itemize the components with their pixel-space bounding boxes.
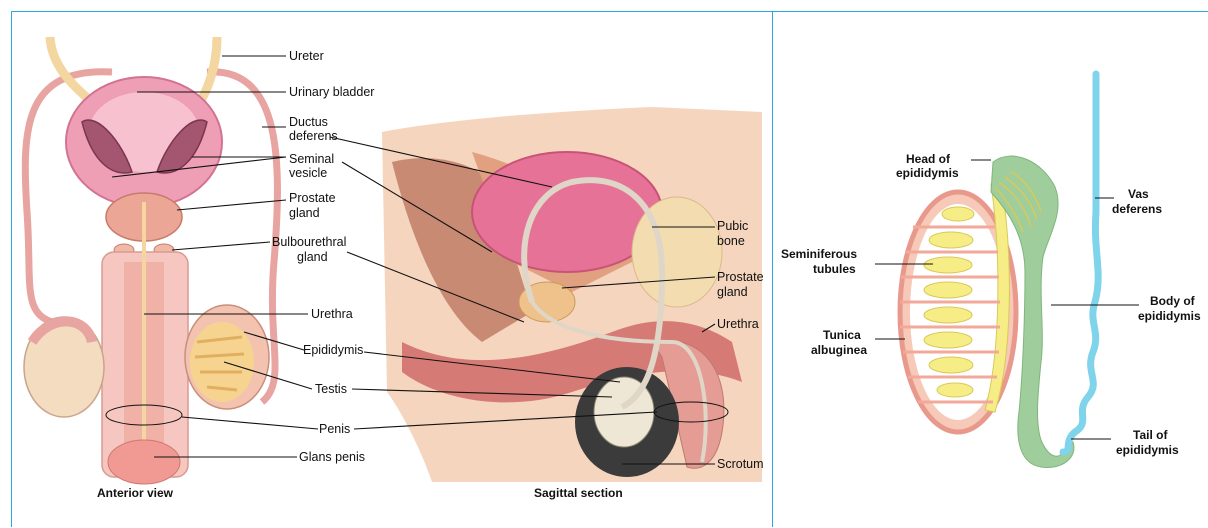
label-prostate-sagittal-line2: gland	[717, 285, 748, 299]
label-ductus-deferens-line2: deferens	[289, 129, 338, 143]
label-bulbourethral-line2: gland	[297, 250, 328, 264]
label-prostate-gland-line1: Prostate	[289, 191, 336, 205]
label-tail-of-epididymis-line2: epididymis	[1116, 443, 1179, 457]
vas-deferens-shape	[1063, 74, 1098, 452]
label-tunica-line1: Tunica	[823, 328, 861, 342]
label-vas-deferens-line2: deferens	[1112, 202, 1162, 216]
label-body-of-epididymis-line2: epididymis	[1138, 309, 1201, 323]
label-bulbourethral-line1: Bulbourethral	[272, 235, 346, 249]
label-prostate-sagittal-line1: Prostate	[717, 270, 764, 284]
label-testis: Testis	[315, 382, 347, 396]
glans-shape	[108, 440, 180, 484]
label-head-of-epididymis-line2: epididymis	[896, 166, 959, 180]
label-ductus-deferens-line1: Ductus	[289, 115, 328, 129]
label-scrotum: Scrotum	[717, 457, 764, 471]
label-ureter: Ureter	[289, 49, 324, 63]
label-vas-deferens-line1: Vas	[1128, 187, 1149, 201]
reproductive-anatomy-illustration: Ureter Urinary bladder Ductus deferens S…	[12, 12, 774, 528]
label-seminiferous-line1: Seminiferous	[781, 247, 857, 261]
label-prostate-gland-line2: gland	[289, 206, 320, 220]
label-pubic-bone-line1: Pubic	[717, 219, 748, 233]
label-urinary-bladder: Urinary bladder	[289, 85, 374, 99]
label-tail-of-epididymis-line1: Tail of	[1133, 428, 1168, 442]
label-seminal-vesicle-line2: vesicle	[289, 166, 327, 180]
label-pubic-bone-line2: bone	[717, 234, 745, 248]
anatomy-panel-left: Ureter Urinary bladder Ductus deferens S…	[11, 11, 773, 527]
label-seminiferous-line2: tubules	[813, 262, 856, 276]
label-glans-penis: Glans penis	[299, 450, 365, 464]
anterior-view-illustration	[24, 37, 277, 484]
sagittal-section-illustration	[382, 107, 762, 482]
testis-epididymis-diagram: Head of epididymis Vas deferens Seminife…	[773, 12, 1208, 528]
label-penis: Penis	[319, 422, 350, 436]
label-epididymis: Epididymis	[303, 343, 363, 357]
caption-sagittal-section: Sagittal section	[534, 486, 623, 500]
caption-anterior-view: Anterior view	[97, 486, 174, 500]
label-urethra-sagittal: Urethra	[717, 317, 759, 331]
label-tunica-line2: albuginea	[811, 343, 867, 357]
label-body-of-epididymis-line1: Body of	[1150, 294, 1196, 308]
anatomy-panel-right: Head of epididymis Vas deferens Seminife…	[772, 11, 1208, 527]
label-head-of-epididymis-line1: Head of	[906, 152, 951, 166]
label-seminal-vesicle-line1: Seminal	[289, 152, 334, 166]
label-urethra-anterior: Urethra	[311, 307, 353, 321]
